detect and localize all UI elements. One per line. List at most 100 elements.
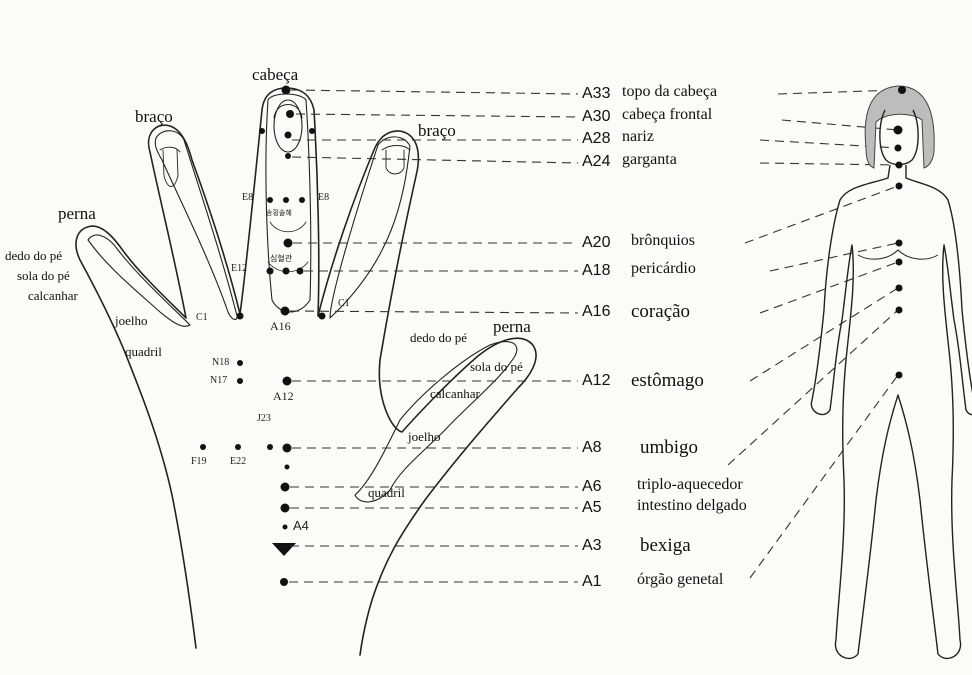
leader-a33 (291, 90, 578, 94)
legend-code-a8: A8 (582, 440, 602, 456)
point-face-left (259, 128, 265, 134)
point-n17 (237, 378, 243, 384)
point-a33 (282, 86, 291, 95)
figure-point-a20 (896, 183, 903, 190)
point-face-right (309, 128, 315, 134)
legend-name-a3: bexiga (640, 536, 691, 555)
code-e8-right: E8 (318, 193, 329, 203)
code-j23: J23 (257, 414, 271, 424)
code-n17: N17 (210, 376, 227, 386)
label-cabeca: cabeça (252, 66, 298, 83)
leader-body-a1 (750, 375, 898, 578)
figure-point-a8 (896, 307, 903, 314)
legend-code-a30: A30 (582, 109, 610, 125)
leader-body-a24 (760, 163, 898, 165)
legend-code-a28: A28 (582, 131, 610, 147)
label-braco-right: braço (418, 122, 456, 139)
code-a4: A4 (293, 519, 309, 532)
point-e8-mid (283, 197, 289, 203)
label-dedo-do-pe-left: dedo do pé (5, 249, 62, 262)
leader-a30 (296, 114, 578, 117)
legend-name-a8: umbigo (640, 438, 698, 457)
point-c1-left (237, 313, 244, 320)
point-e8-right (299, 197, 305, 203)
hand-contour (76, 88, 536, 655)
legend-name-a18: pericárdio (631, 261, 696, 277)
point-a12 (283, 377, 292, 386)
point-a1 (280, 578, 288, 586)
ring-finger-figure (160, 147, 180, 186)
figure-point-a30 (894, 126, 903, 135)
code-e12: E12 (231, 264, 247, 274)
label-quadril-right: quadril (368, 486, 405, 499)
code-korean-2: 심혈관 (270, 255, 292, 263)
legend-name-a5: intestino delgado (637, 498, 747, 514)
code-e22: E22 (230, 457, 246, 467)
legend-code-a24: A24 (582, 154, 610, 170)
hand-outline (76, 88, 536, 655)
legend-name-a20: brônquios (631, 233, 695, 249)
code-c1-right: C1 (338, 299, 350, 309)
point-a30 (286, 110, 294, 118)
legend-name-a33: topo da cabeça (622, 84, 717, 100)
leader-body-a18 (770, 243, 898, 271)
legend-code-a1: A1 (582, 574, 602, 590)
code-e8-left: E8 (242, 193, 253, 203)
legend-name-a16: coração (631, 302, 690, 321)
label-joelho-left: joelho (115, 314, 148, 327)
index-inner-outline (330, 137, 410, 318)
ring-inner-outline (155, 131, 237, 320)
legend-code-a33: A33 (582, 86, 610, 102)
legend-code-a5: A5 (582, 500, 602, 516)
point-a20 (284, 239, 293, 248)
legend-name-a28: nariz (622, 129, 654, 145)
human-figure (811, 86, 972, 658)
legend-name-a30: cabeça frontal (622, 107, 712, 123)
code-n18: N18 (212, 358, 229, 368)
label-dedo-do-pe-right: dedo do pé (410, 331, 467, 344)
point-small-1 (285, 465, 290, 470)
figure-point-a24 (896, 162, 903, 169)
point-a18-1 (267, 268, 274, 275)
point-c1-right (319, 313, 326, 320)
point-e8-left (267, 197, 273, 203)
code-c1-left: C1 (196, 313, 208, 323)
label-joelho-right: joelho (408, 430, 441, 443)
point-a18-3 (297, 268, 304, 275)
point-a5 (281, 504, 290, 513)
figure-point-a12 (896, 285, 903, 292)
point-e22-1 (235, 444, 241, 450)
point-a24 (285, 153, 291, 159)
legend-code-a12: A12 (582, 373, 610, 389)
point-a3-dot (279, 543, 289, 553)
label-calcanhar-right: calcanhar (430, 387, 480, 400)
point-a16 (281, 307, 290, 316)
leader-body-a8 (728, 310, 898, 465)
code-a12: A12 (273, 390, 294, 402)
label-sola-do-pe-left: sola do pé (17, 269, 70, 282)
point-n18 (237, 360, 243, 366)
leader-body-a28 (760, 140, 898, 148)
face-outline (274, 100, 302, 152)
leader-a24 (292, 157, 578, 163)
legend-name-a24: garganta (622, 152, 677, 168)
label-braco-left: braço (135, 108, 173, 125)
legend-name-a12: estômago (631, 371, 704, 390)
point-a18-2 (283, 268, 290, 275)
label-calcanhar-left: calcanhar (28, 289, 78, 302)
figure-point-a18 (896, 240, 903, 247)
legend-code-a20: A20 (582, 235, 610, 251)
point-a28 (285, 132, 292, 139)
label-sola-do-pe-right: sola do pé (470, 360, 523, 373)
legend-code-a18: A18 (582, 263, 610, 279)
figure-point-a33 (898, 86, 906, 94)
code-korean-1: 송횡솔혜 (266, 210, 292, 217)
point-f19 (200, 444, 206, 450)
figure-point-a1 (896, 372, 903, 379)
label-quadril-left: quadril (125, 345, 162, 358)
point-a4 (283, 525, 288, 530)
point-e22-2 (267, 444, 273, 450)
label-perna-left: perna (58, 205, 96, 222)
point-a6 (281, 483, 290, 492)
